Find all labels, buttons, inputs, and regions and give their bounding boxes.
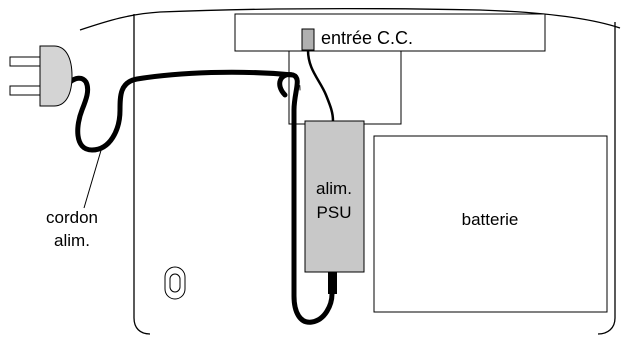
screw-slot-inner: [169, 273, 181, 293]
plug-prong-bottom: [9, 85, 43, 96]
device-enclosure: [79, 8, 621, 335]
dc-output-cable: [306, 49, 335, 122]
psu-label-line1: alim.: [316, 179, 352, 198]
dc-input-connector: [301, 28, 315, 51]
battery: [373, 135, 608, 313]
cord-label-line1: cordon: [46, 208, 98, 227]
power-cord: [67, 69, 335, 325]
psu-cable-stub: [328, 272, 337, 294]
dc-input-label: entrée C.C.: [321, 28, 413, 48]
battery-label: batterie: [462, 210, 519, 229]
plug-prong-top: [9, 56, 43, 67]
plug-body: [39, 45, 73, 107]
psu-block: [304, 120, 365, 273]
psu-label-line2: PSU: [317, 203, 352, 222]
cord-label-line2: alim.: [54, 231, 90, 250]
dc-input-panel: [234, 13, 546, 52]
inner-compartment: [288, 51, 402, 125]
cord-leader-line: [83, 146, 103, 209]
